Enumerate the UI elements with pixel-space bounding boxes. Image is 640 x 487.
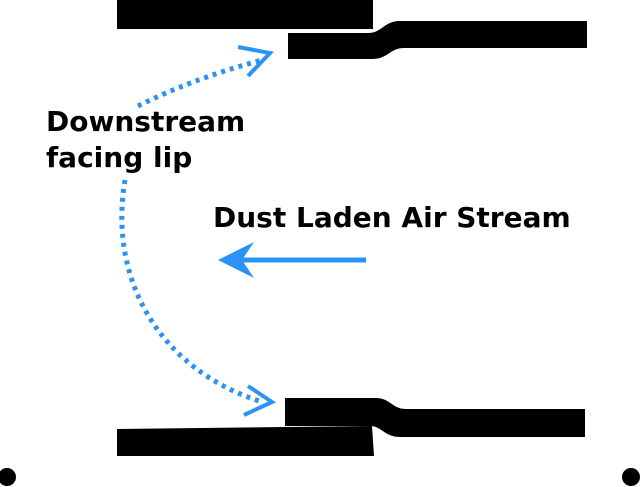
- bottom-inner-pipe-with-lip: [285, 398, 585, 437]
- corner-dot-right: [622, 468, 640, 486]
- lip-pointer-lower-arrowhead: [243, 384, 277, 417]
- top-outer-plate: [117, 0, 373, 29]
- lip-pointer-upper-dotted-line: [136, 57, 263, 109]
- airstream-label: Dust Laden Air Stream: [213, 201, 571, 234]
- airflow-arrowhead: [218, 242, 254, 278]
- arrow-left-icon: [218, 242, 366, 278]
- bottom-outer-plate: [117, 426, 374, 456]
- dotted-curved-double-arrow-icon: [119, 45, 277, 417]
- top-duct-assembly: [117, 0, 587, 59]
- lip-label-line-1: Downstream: [46, 105, 245, 138]
- corner-dot-left: [0, 468, 16, 486]
- lip-pointer-lower-dotted-line: [119, 179, 263, 405]
- lip-pointer-upper-arrowhead: [237, 45, 274, 78]
- lip-label-line-2: facing lip: [46, 141, 192, 174]
- top-inner-pipe-with-lip: [288, 21, 587, 59]
- bottom-duct-assembly: [117, 398, 585, 456]
